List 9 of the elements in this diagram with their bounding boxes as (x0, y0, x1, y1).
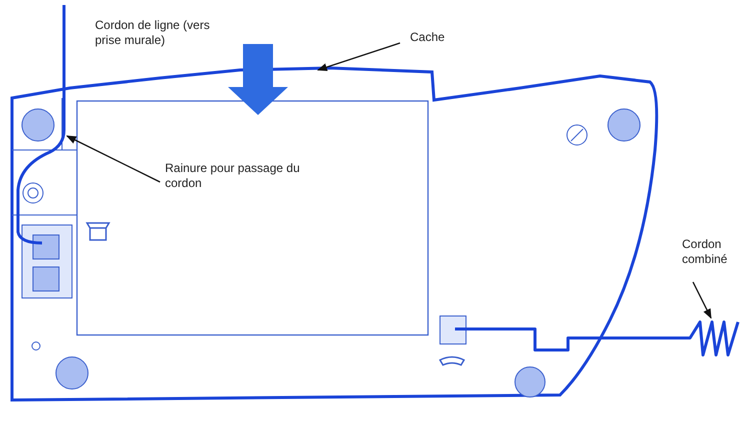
handset-cord (455, 320, 740, 356)
leader-line (317, 42, 400, 71)
line-cord (16, 5, 66, 244)
callout-label: Cache (410, 30, 470, 45)
callout-label: Cordon combiné (682, 237, 742, 267)
leader-line (66, 135, 160, 183)
leader-line (692, 282, 712, 319)
callout-label: Rainure pour passage du cordon (165, 161, 315, 191)
cord-label: Cordon de ligne (vers prise murale) (95, 18, 211, 48)
